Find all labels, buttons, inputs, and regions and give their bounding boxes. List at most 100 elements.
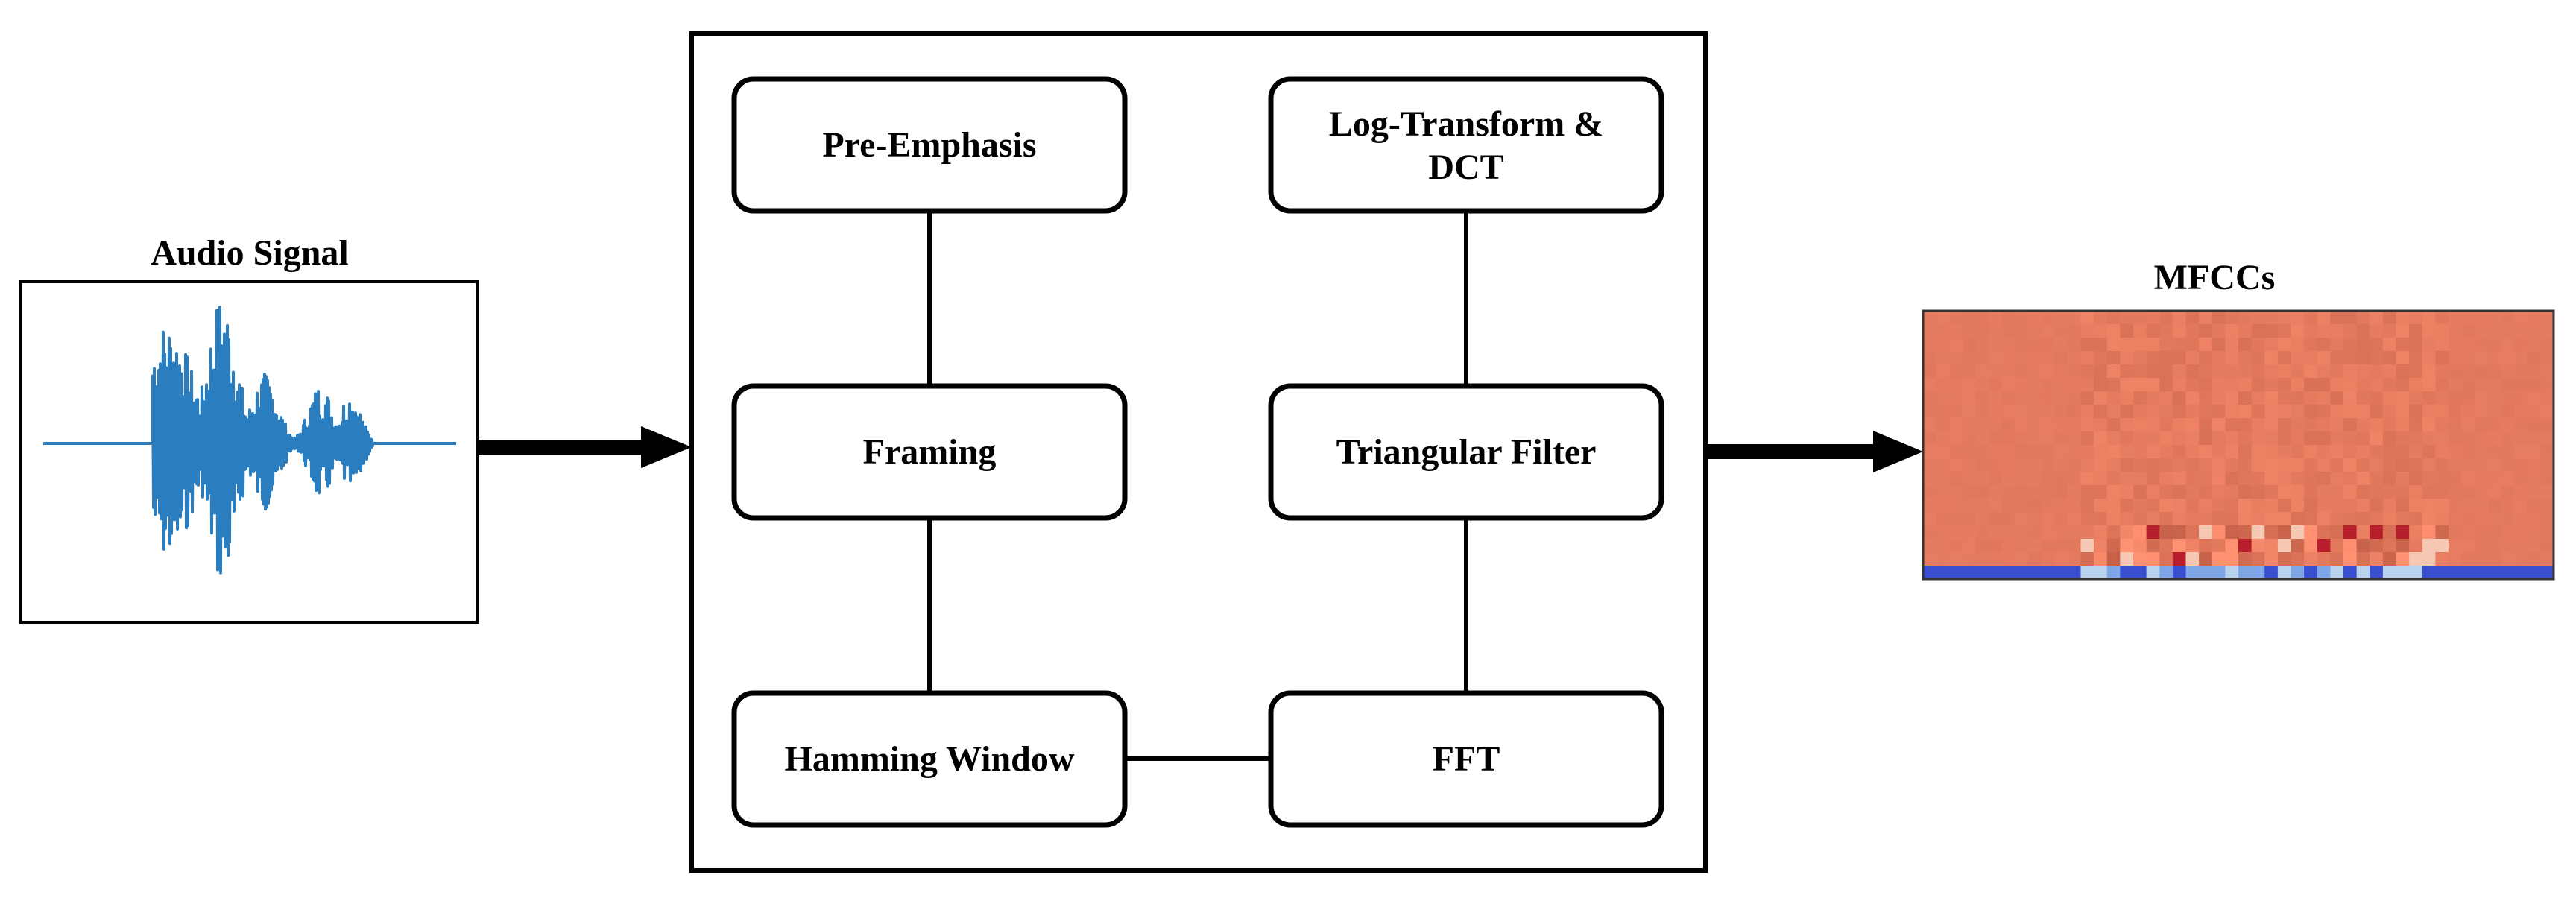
mfcc-cell [1975, 391, 1989, 405]
mfcc-cell [2343, 364, 2358, 379]
mfcc-cell [2343, 405, 2358, 419]
mfcc-cell [2304, 445, 2318, 459]
mfcc-cell [2449, 338, 2463, 352]
mfcc-cell [1962, 378, 1977, 392]
mfcc-cell [2422, 324, 2436, 338]
mfcc-cell [1989, 512, 2003, 526]
mfcc-cell [2015, 378, 2029, 392]
mfcc-low-band-cell [1923, 566, 1937, 579]
mfcc-cell [1962, 472, 1977, 486]
mfcc-cell [2396, 405, 2410, 419]
mfcc-cell [2185, 445, 2200, 459]
mfcc-cell [2185, 405, 2200, 419]
mfcc-cell [1949, 499, 1963, 513]
mfcc-cell [2409, 539, 2423, 553]
mfcc-cell [2094, 472, 2108, 486]
mfcc-cell [1923, 472, 1937, 486]
mfcc-cell [1949, 351, 1963, 365]
mfcc-cell [2540, 458, 2554, 472]
mfcc-cell [2251, 311, 2265, 325]
mfcc-cell [2370, 324, 2384, 338]
mfcc-cell [2330, 539, 2344, 553]
mfcc-cell [2409, 378, 2423, 392]
mfcc-cell [2015, 418, 2029, 432]
mfcc-cell [2461, 364, 2475, 379]
mfcc-cell [2225, 431, 2239, 446]
mfcc-cell [2317, 378, 2331, 392]
mfcc-cell [2015, 364, 2029, 379]
mfcc-cell [2185, 539, 2200, 553]
mfcc-cell [2317, 351, 2331, 365]
mfcc-cell [2251, 525, 2265, 540]
mfcc-cell [2435, 472, 2449, 486]
mfcc-cell [2527, 418, 2541, 432]
mfcc-cell [2001, 364, 2015, 379]
mfcc-cell [2041, 364, 2055, 379]
mfcc-cell [2317, 472, 2331, 486]
mfcc-cell [1936, 351, 1950, 365]
mfcc-cell [2080, 364, 2094, 379]
mfcc-cell [2133, 351, 2147, 365]
mfcc-cell [2080, 472, 2094, 486]
mfcc-cell [1975, 458, 1989, 472]
mfcc-cell [2212, 431, 2226, 446]
mfcc-cell [2449, 418, 2463, 432]
mfcc-cell [1989, 525, 2003, 540]
mfcc-cell [2015, 539, 2029, 553]
mfcc-cell [2409, 431, 2423, 446]
mfcc-cell [2317, 512, 2331, 526]
mfcc-cell [2277, 445, 2292, 459]
mfcc-cell [2133, 525, 2147, 540]
mfcc-cell [2540, 324, 2554, 338]
mfcc-cell [2422, 458, 2436, 472]
mfcc-cell [2159, 485, 2174, 499]
mfcc-cell [2514, 378, 2528, 392]
mfcc-cell [2251, 431, 2265, 446]
mfcc-cell [2080, 324, 2094, 338]
mfcc-cell [2094, 458, 2108, 472]
mfcc-cell [1923, 458, 1937, 472]
mfcc-cell [2172, 391, 2187, 405]
mfcc-cell [1923, 525, 1937, 540]
mfcc-cell [2435, 351, 2449, 365]
mfcc-cell [2225, 512, 2239, 526]
mfcc-cell [2028, 552, 2042, 566]
mfcc-cell [2041, 418, 2055, 432]
mfcc-cell [2172, 364, 2187, 379]
mfcc-cell [2475, 351, 2489, 365]
mfcc-cell [2067, 445, 2082, 459]
mfcc-cell [2409, 338, 2423, 352]
mfcc-cell [2172, 405, 2187, 419]
audio-waveform [43, 306, 456, 575]
mfcc-low-band-cell [2001, 566, 2015, 579]
mfcc-cell [2054, 324, 2068, 338]
mfcc-low-band-cell [2449, 566, 2463, 579]
mfcc-cell [2396, 378, 2410, 392]
mfcc-cell [2133, 499, 2147, 513]
mfcc-cell [1923, 499, 1937, 513]
mfcc-cell [2199, 472, 2213, 486]
mfcc-cell [2080, 512, 2094, 526]
mfcc-cell [2317, 338, 2331, 352]
mfcc-cell [2435, 499, 2449, 513]
mfcc-cell [2370, 391, 2384, 405]
mfcc-cell [2343, 445, 2358, 459]
mfcc-cell [2041, 499, 2055, 513]
mfcc-cell [2015, 311, 2029, 325]
mfcc-cell [1989, 418, 2003, 432]
mfcc-cell [2343, 539, 2358, 553]
mfcc-cell [1923, 418, 1937, 432]
mfcc-low-band-cell [2120, 566, 2134, 579]
mfcc-low-band-cell [2422, 566, 2436, 579]
mfcc-cell [2304, 525, 2318, 540]
mfcc-cell [2422, 418, 2436, 432]
mfcc-cell [2449, 351, 2463, 365]
mfcc-cell [2054, 351, 2068, 365]
mfcc-cell [2435, 485, 2449, 499]
mfcc-cell [2461, 405, 2475, 419]
mfcc-cell [2251, 391, 2265, 405]
mfcc-cell [2199, 458, 2213, 472]
step-log-transform-dct: Log-Transform & DCT [1268, 76, 1664, 214]
mfcc-cell [2396, 458, 2410, 472]
mfcc-cell [2015, 458, 2029, 472]
